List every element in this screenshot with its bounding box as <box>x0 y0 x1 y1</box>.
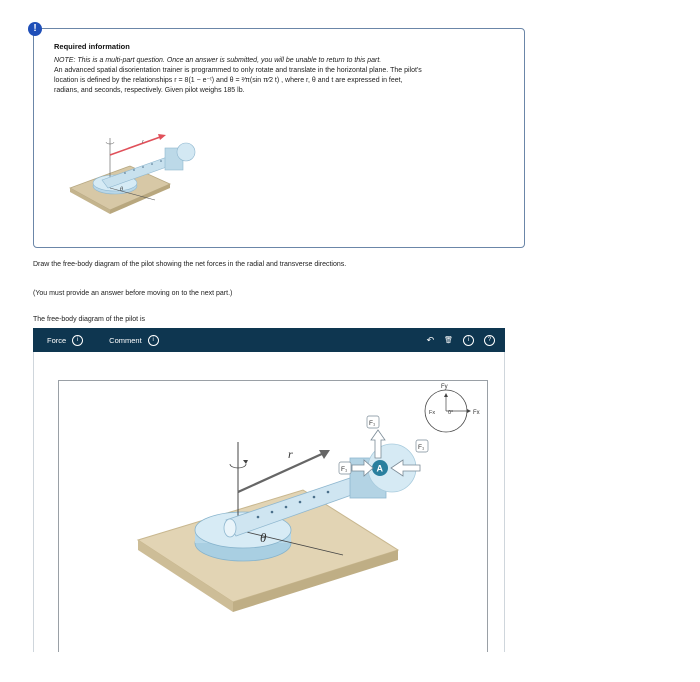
point-a[interactable] <box>372 460 388 476</box>
help-icon[interactable]: ? <box>484 334 495 346</box>
comment-info-icon[interactable]: i <box>147 334 159 346</box>
reference-line <box>237 529 344 556</box>
f2-label-box <box>338 461 352 475</box>
note-line: An advanced spatial disorientation train… <box>54 67 422 74</box>
f1-label-box <box>366 415 380 429</box>
f2-label: F₁ <box>341 466 348 473</box>
alert-icon: ! <box>28 22 42 36</box>
arm-end-cap <box>223 518 237 538</box>
required-info-title: Required information <box>54 42 130 51</box>
force-tool-button[interactable]: Force i <box>47 334 84 346</box>
fbd-canvas[interactable] <box>58 380 488 652</box>
force-arrow-up[interactable] <box>370 429 386 459</box>
trainer-thumbnail-figure: r θ <box>69 134 196 214</box>
legend-fy: Fy <box>441 384 448 390</box>
force-arrow-left[interactable] <box>390 459 421 477</box>
force-info-icon[interactable]: i <box>72 334 84 346</box>
legend-zero: 0° <box>448 410 453 416</box>
trash-icon[interactable]: 🗑 <box>444 337 453 344</box>
problem-statement: NOTE: This is a multi-part question. Onc… <box>54 56 514 96</box>
drawing-area-frame <box>33 352 505 652</box>
required-info-panel <box>33 28 525 248</box>
fbd-drawing[interactable]: r θ A F₁ F₁ F₁ Fy Fx Fx 0° <box>58 380 488 652</box>
note-italic: NOTE: This is a multi-part question. Onc… <box>54 57 382 64</box>
svg-text:r: r <box>142 140 144 145</box>
force-arrow-right[interactable] <box>351 459 374 477</box>
arm-bolts <box>256 490 330 519</box>
theta-label: θ <box>260 530 267 545</box>
f1-label: F₁ <box>369 420 376 427</box>
base-plate-front <box>233 550 398 612</box>
f3-label-box <box>415 439 429 453</box>
r-arrowhead <box>319 450 330 459</box>
rotation-arrow-icon <box>229 463 247 469</box>
force-tool-label: Force <box>47 335 67 345</box>
comment-tool-label: Comment <box>109 335 142 345</box>
note-line: location is defined by the relationships… <box>54 77 403 84</box>
legend-fx-left: Fx <box>429 410 435 416</box>
svg-text:θ: θ <box>120 187 123 193</box>
r-label: r <box>288 447 293 461</box>
comment-tool-button[interactable]: Comment i <box>109 334 159 346</box>
drawing-toolbar: Force i Comment i ↶ 🗑 i ? <box>33 328 505 352</box>
base-plate-side <box>138 540 233 612</box>
legend-fx-right: Fx <box>473 410 480 416</box>
fbd-caption: The free-body diagram of the pilot is <box>33 316 146 323</box>
question-note: (You must provide an answer before movin… <box>33 290 233 297</box>
f3-label: F₁ <box>418 444 425 451</box>
question-text: Draw the free-body diagram of the pilot … <box>33 261 347 268</box>
point-a-label: A <box>377 464 384 474</box>
undo-icon[interactable]: ↶ <box>426 334 435 345</box>
info-icon[interactable]: i <box>463 334 474 346</box>
note-line: radians, and seconds, respectively. Give… <box>54 87 245 94</box>
r-arrow <box>237 451 325 494</box>
